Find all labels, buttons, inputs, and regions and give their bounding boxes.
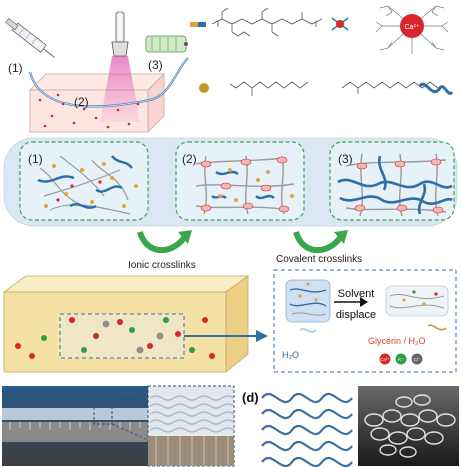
covalent-crosslinks-label: Covalent crosslinks: [276, 254, 362, 265]
step-label-2: (2): [74, 95, 89, 109]
stage-1-panel: (1): [19, 141, 149, 221]
stage-3-panel: (3): [329, 141, 455, 221]
panel-d-label: (d): [242, 390, 259, 405]
ion-legend: Ca²⁺ K⁺ Cl⁻: [379, 353, 423, 365]
stage-3-covalent-chains: [337, 155, 453, 215]
stage-2-beads: [218, 168, 294, 202]
stage-1-network: [37, 155, 133, 215]
solvent-arrow-label-2: displace: [336, 309, 376, 321]
collection-spool: [145, 35, 188, 53]
stage-2-label: (2): [182, 152, 197, 166]
solvent-displacement-panel: Solvent displace H₂O Glycerin / H₂O Ca²⁺…: [273, 269, 457, 373]
fabrication-setup: (1) (2) (3): [5, 11, 189, 133]
stage-2-panel: (2): [175, 141, 305, 221]
ionic-crosslinks-label: Ionic crosslinks: [128, 260, 196, 271]
glycerin-legend: Glycerin / H₂O: [368, 324, 447, 346]
syringe: [5, 18, 55, 58]
stage-2-ionic-junctions: [200, 156, 290, 213]
crosslinker-icon: [331, 17, 349, 31]
step-label-1: (1): [8, 61, 23, 75]
uv-light-beam: [100, 56, 140, 122]
stage-3-ionic-junctions: [354, 158, 444, 214]
water-label: H₂O: [282, 350, 299, 360]
ion-center-label: Ca²⁺: [405, 24, 420, 31]
transition-arrows: [137, 230, 348, 254]
monomer-structure: [229, 81, 309, 96]
ion-legend-k: K⁺: [398, 357, 404, 362]
legend-swatch-polymer-b: [198, 22, 206, 27]
uv-lamp: [111, 11, 129, 57]
calcium-ion-complex: Ca²⁺: [375, 5, 449, 54]
stage-3-label: (3): [338, 152, 353, 166]
stage-1-ions: [56, 180, 102, 202]
solvent-arrow-label-1: Solvent: [338, 288, 375, 300]
knit-pattern-diagram: [261, 386, 356, 467]
bath-particles: [38, 93, 140, 129]
legend-swatch-polymer-a: [190, 22, 198, 27]
fiber-zoom-photo: [147, 385, 235, 467]
water-legend: H₂O: [282, 328, 317, 360]
knitted-fabric-photo: [358, 386, 459, 466]
stage-1-label: (1): [28, 152, 43, 166]
legend-monomer-dot: [199, 83, 209, 93]
gel-block: [2, 275, 268, 373]
chemistry-legend: Ca²⁺: [190, 5, 454, 96]
glycerin-label: Glycerin / H₂O: [368, 336, 426, 346]
covalent-crosslink-arrow: [293, 230, 343, 254]
grafted-chain-structure: [341, 81, 454, 95]
gel-particles: [15, 317, 215, 359]
ion-legend-ca: Ca²⁺: [380, 357, 390, 362]
step-label-3: (3): [148, 58, 163, 72]
stage-1-beads: [44, 162, 138, 208]
dried-fiber: [385, 285, 449, 317]
ion-legend-cl: Cl⁻: [414, 357, 421, 362]
ionic-crosslink-arrow: [137, 230, 187, 254]
precursor-bath: [29, 73, 165, 133]
swollen-fiber: [285, 279, 331, 323]
polymer-structure: [211, 7, 323, 37]
fiber-photo: [2, 386, 149, 466]
